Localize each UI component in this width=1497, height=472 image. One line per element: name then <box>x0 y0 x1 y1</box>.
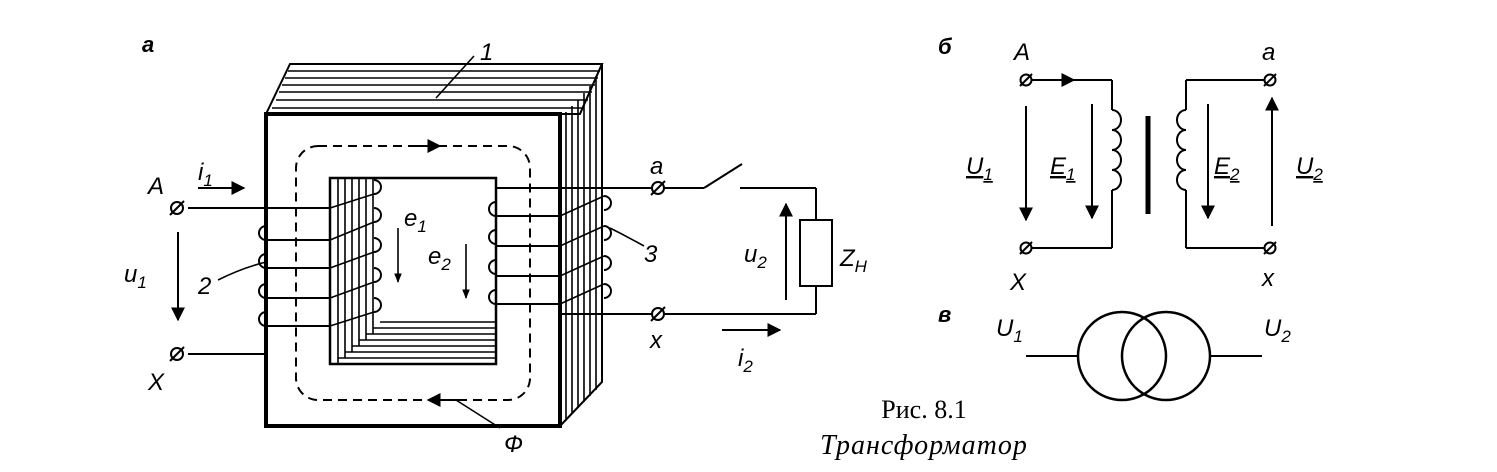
panel-b-letter: б <box>938 34 953 59</box>
b-label-a: a <box>1262 39 1275 66</box>
b-label-E1: E1 <box>1050 153 1075 184</box>
symbol-coil-left <box>1076 310 1168 402</box>
b-label-A: A <box>1012 39 1030 66</box>
panel-b-secondary <box>1176 73 1277 255</box>
b-label-E2: E2 <box>1214 153 1240 184</box>
label-x: x <box>649 327 663 354</box>
load-circuit <box>664 163 833 315</box>
caption: Рис. 8.1 Трансформатор <box>820 395 1028 461</box>
label-A: A <box>146 173 164 200</box>
leader-secondary <box>609 227 645 247</box>
panel-a-letter: а <box>142 32 154 57</box>
secondary-winding-label: 3 <box>644 241 658 268</box>
leader-flux <box>455 399 501 429</box>
secondary-winding <box>488 187 652 315</box>
core-window <box>328 176 498 366</box>
c-label-U2: U2 <box>1264 315 1291 346</box>
label-u1: u1 <box>124 261 147 292</box>
caption-title: Трансформатор <box>820 430 1028 461</box>
leader-core <box>435 55 475 99</box>
load-impedance <box>799 219 833 287</box>
terminal-x <box>650 306 666 322</box>
label-i1: i1 <box>198 159 213 190</box>
leader-primary <box>217 261 267 281</box>
b-label-X: X <box>1009 269 1027 296</box>
label-i2: i2 <box>738 345 753 376</box>
caption-figure-number: Рис. 8.1 <box>881 395 966 424</box>
terminal-X <box>169 346 185 362</box>
label-u2: u2 <box>744 241 767 272</box>
panel-a: а <box>124 32 868 458</box>
b-label-U2: U2 <box>1296 153 1323 184</box>
label-flux: Ф <box>504 431 523 458</box>
panel-c: в U1 U2 <box>938 302 1291 402</box>
c-label-U1: U1 <box>996 315 1023 346</box>
panel-c-letter: в <box>938 302 951 327</box>
b-label-x: x <box>1261 265 1275 292</box>
panel-b: б <box>938 34 1323 296</box>
switch <box>703 163 743 189</box>
terminal-A <box>169 200 185 216</box>
terminal-a <box>650 180 666 196</box>
label-load: ZН <box>839 245 868 276</box>
core-front-face <box>264 112 562 428</box>
b-label-U1: U1 <box>966 153 993 184</box>
panel-b-primary <box>1019 73 1122 255</box>
label-e1: e1 <box>404 205 427 236</box>
primary-winding <box>188 179 382 355</box>
core-label: 1 <box>480 39 493 66</box>
label-X: X <box>147 369 165 396</box>
label-e2: e2 <box>428 243 451 274</box>
label-a: a <box>650 153 663 180</box>
primary-winding-label: 2 <box>197 273 211 300</box>
